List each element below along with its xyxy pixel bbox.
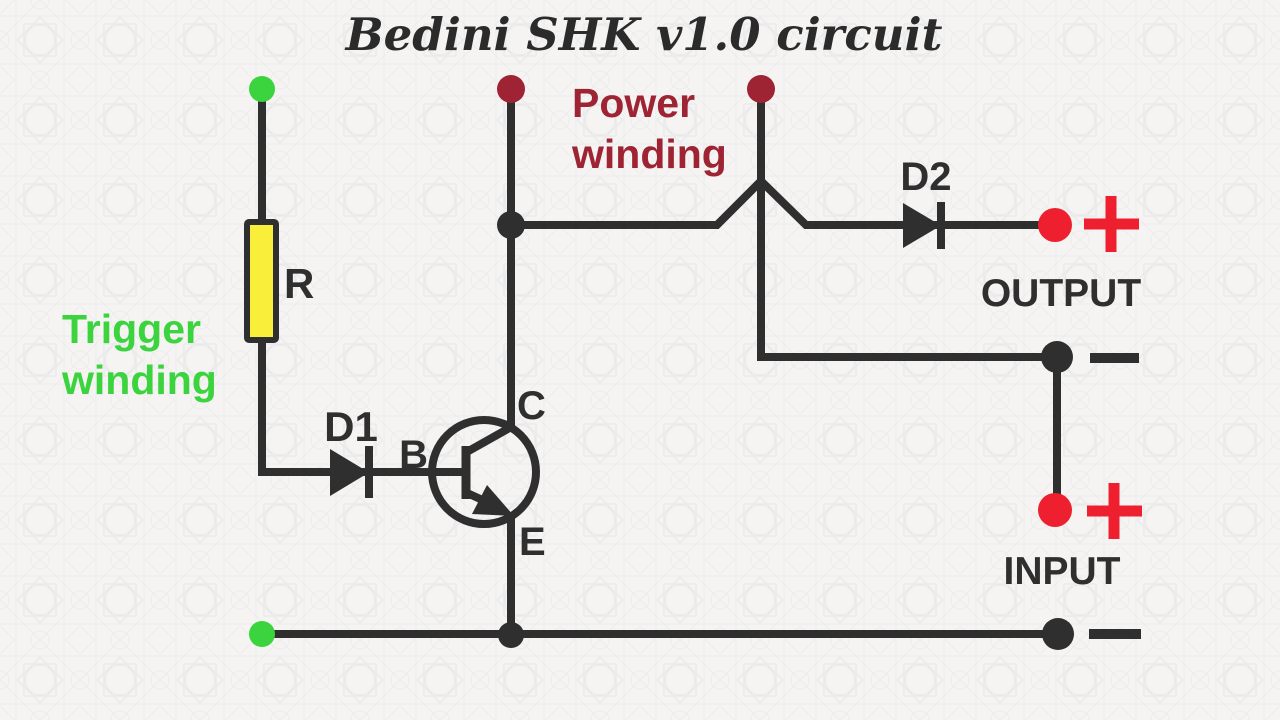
power-winding-label: Power winding [571, 80, 727, 177]
input-plus-terminal [1038, 493, 1072, 527]
transistor-emitter-label: E [519, 520, 546, 564]
transistor-emitter-arrow [472, 485, 514, 516]
transistor: B C E [399, 384, 546, 564]
transistor-collector-label: C [517, 384, 546, 428]
wire-fork-right-to-output [758, 178, 1055, 229]
output-minus-terminal [1041, 341, 1073, 373]
resistor-body [244, 219, 279, 343]
diode-d2-cathode-bar [937, 202, 945, 249]
nodes [249, 75, 1074, 650]
trigger-bottom-node [249, 621, 275, 647]
wire-power-right-to-output-minus [757, 89, 1057, 361]
power-winding-line1: Power [572, 80, 695, 126]
output-label: OUTPUT [981, 272, 1142, 315]
diode-d1-triangle [330, 449, 369, 496]
trigger-top-node [249, 76, 275, 102]
resistor-label: R [284, 260, 314, 307]
diode-d2: D2 [900, 155, 952, 249]
wire-trigger-to-base [258, 340, 463, 476]
trigger-winding-label: Trigger winding [61, 306, 217, 403]
transistor-collector-lead [463, 422, 515, 457]
transistor-base-label: B [399, 433, 428, 477]
trigger-winding-line2: winding [61, 357, 217, 403]
trigger-winding-line1: Trigger [62, 306, 201, 352]
wires [258, 89, 1061, 638]
resistor: R [244, 219, 314, 343]
output-plus-sign [1084, 196, 1139, 252]
diode-d2-triangle [903, 203, 941, 248]
wire-mid-to-fork-left [511, 178, 764, 229]
power-right-node [747, 75, 775, 103]
output-plus-terminal [1038, 208, 1072, 242]
power-winding-line2: winding [571, 131, 727, 177]
diode-d1-cathode-bar [365, 446, 373, 498]
diode-d2-label: D2 [900, 155, 951, 199]
input-minus-terminal [1042, 618, 1074, 650]
polarity-signs [1084, 196, 1142, 639]
transistor-circle [428, 416, 540, 528]
collector-junction [497, 211, 525, 239]
input-plus-sign [1087, 483, 1142, 539]
power-left-node [497, 75, 525, 103]
diode-d1: D1 [324, 403, 378, 498]
page-title: Bedini SHK v1.0 circuit [344, 8, 943, 61]
input-label: INPUT [1004, 550, 1121, 593]
diode-d1-label: D1 [324, 403, 378, 450]
emitter-junction [498, 622, 524, 648]
